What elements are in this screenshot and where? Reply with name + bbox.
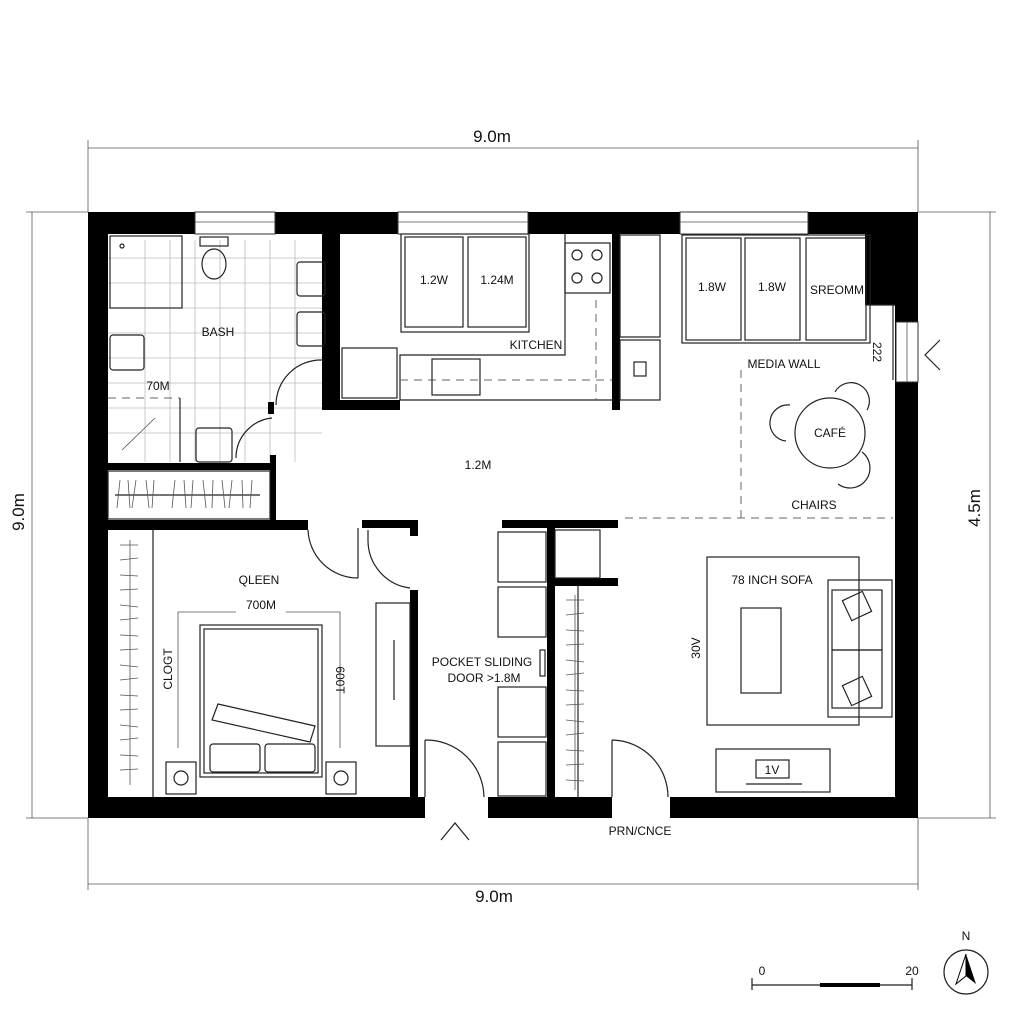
blanket [211, 703, 316, 743]
window-kitchen [397, 211, 529, 235]
queen-bed [199, 624, 323, 778]
north-label: N [962, 929, 971, 943]
toilet [201, 248, 227, 280]
bin [341, 347, 398, 399]
dimension-top-label: 9.0m [473, 127, 511, 146]
bedroom-door-swing[interactable] [307, 529, 359, 579]
rug [706, 556, 860, 726]
compass: N [943, 929, 989, 995]
dimension-bottom: 9.0m [87, 818, 919, 906]
media-unit-2-label: 1.8W [758, 280, 787, 294]
windows [194, 211, 919, 383]
cafe-label: CAFÉ [814, 425, 846, 440]
scale-end: 20 [905, 964, 919, 978]
kitchen-unit-2-label: 1.24M [480, 273, 513, 287]
scale-bar: 0 20 [751, 964, 919, 990]
pillow-2 [264, 743, 316, 773]
pocket-door-handle[interactable] [539, 649, 546, 677]
coffee-table [740, 607, 782, 694]
sink-4 [195, 427, 233, 463]
pillow-1 [209, 743, 261, 773]
kitchen-sink [431, 358, 481, 396]
hall-label: 1.2M [465, 458, 492, 472]
bath-door-swing[interactable] [275, 359, 323, 406]
front-door-swing[interactable] [424, 739, 485, 798]
bath-label: BASH [202, 325, 235, 339]
kitchen: KITCHEN 1.2W 1.24M [341, 233, 612, 401]
bath-tiles [108, 240, 322, 462]
sofa-side-label: 30V [689, 637, 703, 658]
hall-closet [107, 470, 271, 520]
kitchen-unit-2 [467, 236, 527, 328]
front-entry-marker [440, 822, 470, 841]
dimension-left-label: 9.0m [9, 493, 28, 531]
bath-note: 70M [146, 379, 169, 393]
media-unit-3-label: SREOMM [810, 283, 864, 297]
bed-side-label: 600T [333, 666, 347, 694]
nightstand-left [165, 761, 197, 795]
entrance-door-opening[interactable] [612, 796, 670, 819]
kitchen-unit-1 [404, 236, 464, 328]
dresser [375, 602, 411, 747]
chair-2 [834, 382, 870, 411]
dimension-bottom-label: 9.0m [475, 887, 513, 906]
dimension-right: 4.5m [918, 211, 996, 819]
window-living [679, 211, 809, 235]
pocket-door-label-2: DOOR >1.8M [447, 671, 520, 685]
dimension-right-label: 4.5m [965, 489, 984, 527]
chair-1 [769, 404, 791, 442]
sink-2 [296, 311, 326, 347]
tv-stand [715, 748, 831, 793]
fridge [619, 234, 661, 338]
tv [755, 759, 790, 779]
living-room: 78 INCH SOFA 30V 1V PRN/CNCE [565, 556, 893, 838]
chairs-label: CHAIRS [791, 498, 836, 512]
interior-walls [108, 234, 620, 800]
sink-1 [296, 261, 326, 297]
bed-label: QLEEN [239, 573, 280, 587]
media-side-label: 222 [870, 342, 884, 362]
appliance [619, 339, 661, 401]
stove [564, 242, 611, 294]
window-bath [194, 211, 276, 235]
media-wall-unit [681, 234, 871, 344]
kitchen-label: KITCHEN [510, 338, 563, 352]
closet-label: CLOGT [161, 648, 175, 690]
kitchen-unit-1-label: 1.2W [420, 273, 449, 287]
shower-head [121, 417, 156, 451]
front-door-opening[interactable] [425, 796, 488, 819]
bath-fixtures: BASH 70M [108, 235, 326, 463]
scale-start: 0 [759, 964, 766, 978]
bedroom: 700M QLEEN CLOGT 600T [119, 528, 411, 797]
tv-label: 1V [765, 763, 780, 777]
pocket-door-label-1: POCKET SLIDING [432, 655, 532, 669]
shower-tray [109, 235, 183, 309]
east-window-marker [924, 339, 941, 371]
living-media: 1.8W 1.8W SREOMM MEDIA WALL 222 CAFÉ CHA… [619, 234, 941, 519]
chair-3 [837, 451, 871, 489]
entrance-door-swing[interactable] [611, 739, 669, 798]
entrance-label: PRN/CNCE [609, 824, 672, 838]
sofa [827, 579, 893, 718]
media-unit-1-label: 1.8W [698, 280, 727, 294]
sofa-label: 78 INCH SOFA [731, 573, 812, 587]
cafe-table [794, 397, 866, 469]
outer-walls [88, 212, 918, 818]
nightstand-right [325, 761, 357, 795]
media-wall-label: MEDIA WALL [748, 357, 821, 371]
corridor: POCKET SLIDING DOOR >1.8M [424, 529, 601, 841]
dimension-left: 9.0m [9, 211, 88, 819]
bed-width-label: 700M [246, 598, 276, 612]
dimension-top: 9.0m [87, 127, 919, 212]
sink-3 [109, 334, 145, 371]
